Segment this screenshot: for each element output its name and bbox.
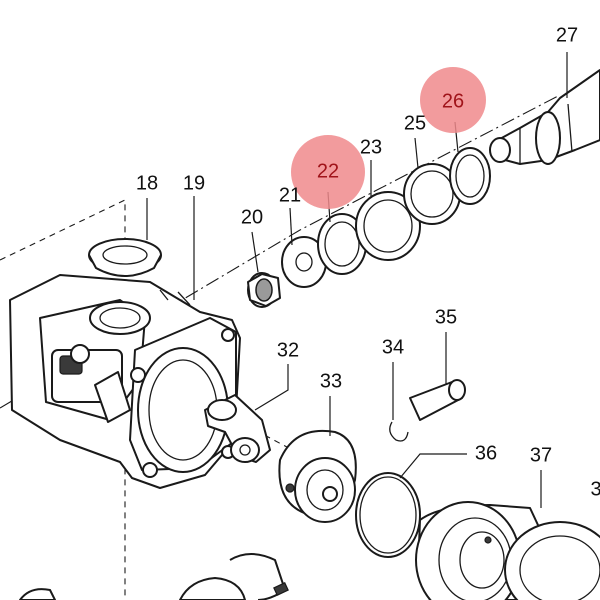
leader-21 xyxy=(289,207,293,246)
callout-20: 20 xyxy=(241,206,263,228)
adjacent-cover-part-3x xyxy=(504,521,600,600)
callout-26: 26 xyxy=(442,90,464,112)
seal-part-26 xyxy=(449,147,491,205)
piston-part-33 xyxy=(278,429,357,523)
callout-partial-3: 3 xyxy=(590,478,600,500)
callout-33: 33 xyxy=(320,370,342,392)
callout-19: 19 xyxy=(183,172,205,194)
o-ring-part-36 xyxy=(355,472,421,558)
callout-35: 35 xyxy=(435,306,457,328)
callout-36: 36 xyxy=(475,442,497,464)
ring-part-25 xyxy=(403,163,461,225)
crankshaft-part-27 xyxy=(489,69,600,165)
pump-housing-part-19 xyxy=(9,274,241,489)
piston-pin-part-35 xyxy=(409,379,466,421)
callout-34: 34 xyxy=(382,336,404,358)
housing-boundary-dashes xyxy=(0,199,126,600)
valve-cap-part-18 xyxy=(88,238,162,277)
connecting-rod-part-32 xyxy=(204,394,271,463)
bottom-parts-fragments xyxy=(19,553,289,600)
callout-21: 21 xyxy=(279,184,301,206)
callout-25: 25 xyxy=(404,112,426,134)
circlip-part-34 xyxy=(389,421,409,442)
callout-23: 23 xyxy=(360,136,382,158)
callout-27: 27 xyxy=(556,24,578,46)
callout-32: 32 xyxy=(277,339,299,361)
leader-25 xyxy=(414,137,419,169)
ring-part-23 xyxy=(355,191,421,261)
callout-18: 18 xyxy=(136,172,158,194)
leader-36 xyxy=(399,453,467,479)
leader-32 xyxy=(254,364,289,411)
needle-bearing-part-20 xyxy=(247,272,281,308)
main-axis-line xyxy=(0,94,561,409)
callout-22: 22 xyxy=(317,160,339,182)
highlight-circle-26 xyxy=(420,67,486,133)
highlight-circle-22 xyxy=(291,135,365,209)
leader-20 xyxy=(251,231,259,273)
callout-37: 37 xyxy=(530,444,552,466)
